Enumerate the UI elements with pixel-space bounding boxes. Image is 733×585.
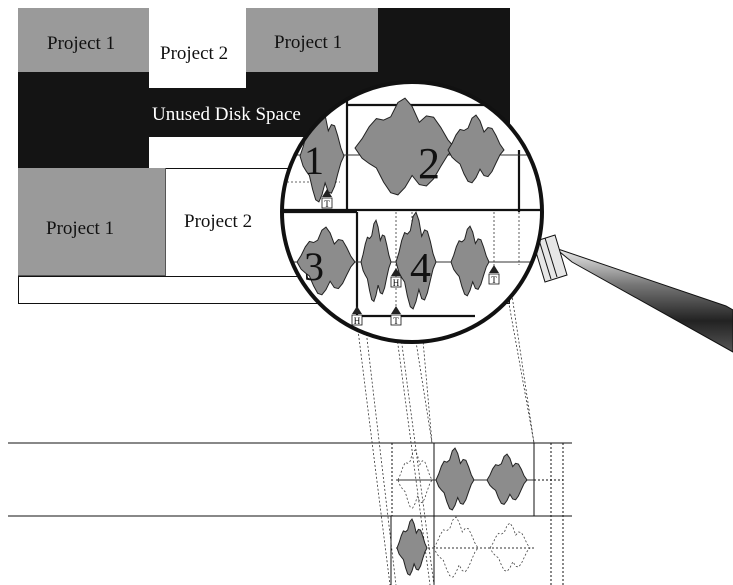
- tail-marker-3-letter: T: [393, 316, 399, 326]
- lens-wave-2b: [447, 114, 505, 184]
- clip-number-1: 1: [304, 138, 324, 183]
- clip-number-4: 4: [410, 246, 431, 292]
- lens-waveforms: [283, 97, 542, 310]
- lens-wave-4a: [360, 218, 392, 303]
- bottom-project-1-block: [18, 168, 166, 276]
- head-marker-2-letter: H: [354, 316, 361, 326]
- unused-space-region-left: [18, 137, 149, 168]
- bottom-divider-line: [18, 276, 510, 277]
- head-marker-2[interactable]: H: [351, 306, 363, 326]
- top-project-1-label: Project 1: [47, 33, 116, 54]
- lens-rim: [280, 80, 544, 344]
- clip-number-2: 2: [418, 139, 440, 188]
- handle-shaft: [554, 247, 733, 353]
- tail-marker-3[interactable]: T: [390, 306, 402, 326]
- magnifier-lens: 1 2 3 4 T H T H T: [280, 80, 544, 344]
- timeline-wave-2: [486, 453, 528, 506]
- lens-markers: T H T H T: [321, 189, 500, 326]
- top-project-2-block: [149, 8, 246, 88]
- unused-disk-space-label: Unused Disk Space: [152, 104, 301, 125]
- tail-marker-2[interactable]: T: [488, 265, 500, 285]
- tail-marker-1-letter: T: [324, 199, 330, 209]
- timeline-wave-ghost-3: [489, 522, 531, 572]
- timeline-wave-1: [435, 447, 475, 511]
- timeline-wave-ghost-1: [397, 449, 433, 509]
- timeline-wave-ghost-2: [433, 516, 479, 578]
- lens-wave-4b: [395, 211, 437, 310]
- bottom-project-1-label: Project 1: [46, 218, 115, 239]
- tail-marker-2-letter: T: [491, 275, 497, 285]
- clip-number-3: 3: [304, 244, 324, 289]
- top-project-1b-label: Project 1: [274, 32, 343, 53]
- top-project-1b-block: [246, 8, 378, 72]
- tail-marker-1[interactable]: T: [321, 189, 333, 209]
- lens-content: 1 2 3 4 T H T H T: [282, 95, 542, 326]
- bottom-project-2-label: Project 2: [184, 211, 253, 232]
- timeline: [8, 442, 572, 585]
- timeline-wave-3: [396, 518, 428, 576]
- lens-wave-4c: [450, 225, 490, 297]
- lens-wave-3: [296, 226, 356, 296]
- projection-lines: [357, 214, 535, 585]
- top-project-2-label: Project 2: [160, 43, 229, 64]
- head-marker-1-letter: H: [393, 278, 400, 288]
- top-project-1-block: [18, 8, 149, 72]
- head-marker-1[interactable]: H: [390, 268, 402, 288]
- timeline-waveforms: [396, 447, 534, 578]
- magnifier-handle: [532, 234, 733, 353]
